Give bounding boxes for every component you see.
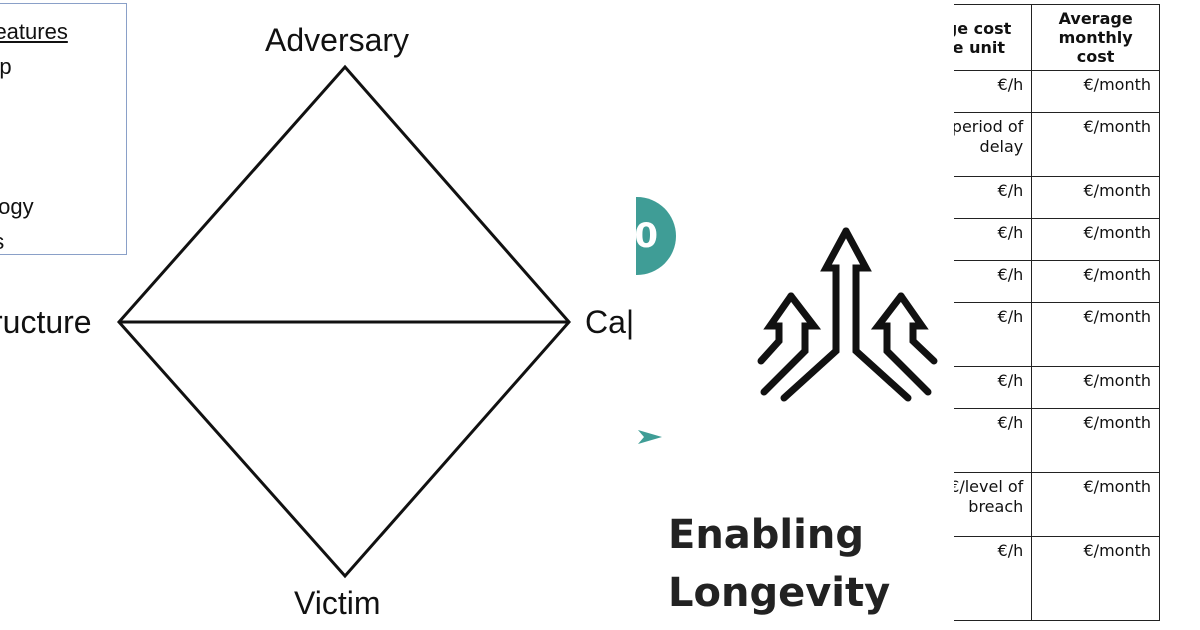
cell-monthly-cost: €/month <box>1031 536 1160 621</box>
cell-monthly-cost: €/month <box>1031 70 1160 113</box>
longevity-title-line: Longevity <box>668 570 891 616</box>
cell-monthly-cost: €/month <box>1031 260 1160 303</box>
upward-arrows-icon <box>757 227 938 402</box>
cell-monthly-cost: €/month <box>1031 176 1160 219</box>
vertex-victim: Victim <box>294 585 381 621</box>
header-monthly-cost: Average monthly cost <box>1031 4 1160 71</box>
cell-monthly-cost: €/month <box>1031 302 1160 367</box>
longevity-title: Enabling Longevity <box>668 506 890 622</box>
table-row: €/h €/month <box>954 260 1160 303</box>
cell-monthly-cost: €/month <box>1031 408 1160 473</box>
cell-unit-cost: €/h <box>954 70 1033 113</box>
number-badge: 10 <box>636 197 676 275</box>
table-row: €/h €/month <box>954 176 1160 219</box>
table-row: €/h €/month <box>954 302 1160 367</box>
cell-monthly-cost: €/month <box>1031 112 1160 177</box>
diamond-shape <box>116 64 571 579</box>
cell-unit-cost: €/h <box>954 366 1033 409</box>
table-header-row: age cost ne unit Average monthly cost <box>954 4 1160 71</box>
features-box: Features mp n ology es <box>0 3 127 255</box>
vertex-infrastructure: ructure <box>0 304 92 340</box>
cell-unit-cost: €/h <box>954 260 1033 303</box>
diamond-model-panel: Features mp n ology es Adversary ructure… <box>0 3 635 621</box>
cell-monthly-cost: €/month <box>1031 218 1160 261</box>
features-title: Features <box>0 19 68 44</box>
cell-unit-cost: €/h <box>954 218 1033 261</box>
table-row: €/h €/month <box>954 218 1160 261</box>
cell-unit-cost: €/h <box>954 536 1033 621</box>
features-line: ology <box>0 194 34 219</box>
table-row: €/h €/month <box>954 536 1160 621</box>
cell-unit-cost: €/h <box>954 302 1033 367</box>
cell-unit-cost: period of delay <box>954 112 1033 177</box>
cell-monthly-cost: €/month <box>1031 366 1160 409</box>
longevity-title-line: Enabling <box>668 512 864 558</box>
table-row: €/h €/month <box>954 70 1160 113</box>
right-arrow-icon <box>638 430 662 444</box>
table-row: €/h €/month <box>954 366 1160 409</box>
features-line: es <box>0 224 68 259</box>
cost-table: age cost ne unit Average monthly cost €/… <box>954 4 1160 621</box>
table-row: €/h €/month <box>954 408 1160 473</box>
diamond-outline <box>116 64 571 579</box>
cell-unit-cost: €/level of breach <box>954 472 1033 537</box>
features-line: mp <box>0 54 12 79</box>
cell-unit-cost: €/h <box>954 176 1033 219</box>
vertex-adversary: Adversary <box>265 22 410 58</box>
longevity-panel: 10 Enabling Longevity <box>636 0 954 630</box>
table-row: period of delay €/month <box>954 112 1160 177</box>
header-cost-per-unit: age cost ne unit <box>954 4 1033 71</box>
cost-table-panel: age cost ne unit Average monthly cost €/… <box>954 0 1200 630</box>
cell-unit-cost: €/h <box>954 408 1033 473</box>
table-row: €/level of breach €/month <box>954 472 1160 537</box>
cell-monthly-cost: €/month <box>1031 472 1160 537</box>
vertex-capability: Ca| <box>585 304 635 340</box>
